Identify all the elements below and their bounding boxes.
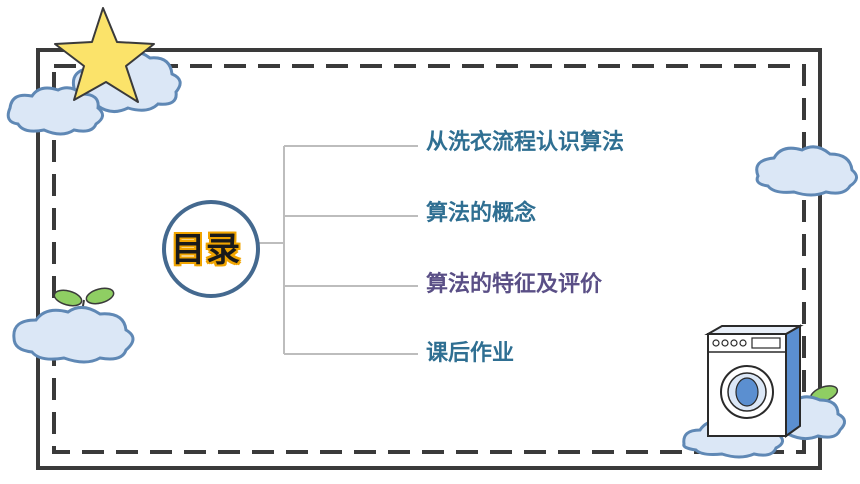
dashed-frame <box>52 64 806 454</box>
cloud-icon <box>755 145 858 197</box>
toc-item-2[interactable]: 算法的概念 <box>426 201 537 226</box>
cloud-icon <box>6 86 104 136</box>
sprout-icon <box>53 287 115 323</box>
toc-title: 目录 <box>171 230 241 270</box>
toc-connectors <box>258 145 418 355</box>
toc-item-3[interactable]: 算法的特征及评价 <box>426 272 603 297</box>
washing-machine-icon <box>704 324 804 438</box>
toc-item-4[interactable]: 课后作业 <box>426 341 515 366</box>
title-circle <box>162 200 260 298</box>
star-icon <box>54 7 155 103</box>
toc-item-1[interactable]: 从洗衣流程认识算法 <box>426 130 625 155</box>
outer-frame <box>36 48 822 470</box>
cloud-icon <box>12 306 135 364</box>
